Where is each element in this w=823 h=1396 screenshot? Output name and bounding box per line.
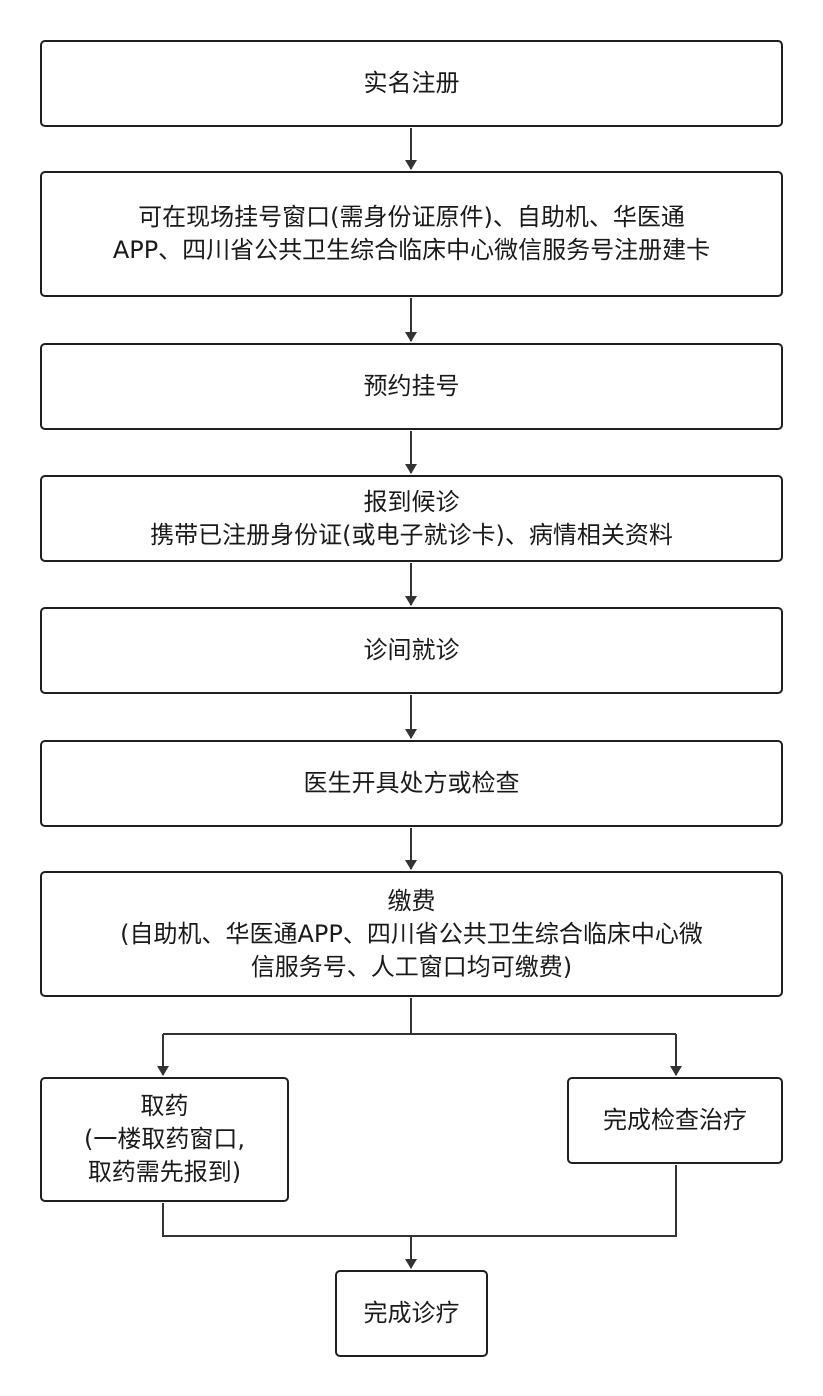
step-consultation-title: 诊间就诊 [363,636,460,664]
step-register-methods-box: 可在现场挂号窗口(需身份证原件)、自助机、华医通 APP、四川省公共卫生综合临床… [40,171,783,297]
step-medicine-pickup-box: 取药 (一楼取药窗口, 取药需先报到) [40,1077,289,1202]
step-medicine-pickup-line1: (一楼取药窗口, [84,1125,245,1153]
step-register-methods-line2: APP、四川省公共卫生综合临床中心微信服务号注册建卡 [112,236,711,264]
step-checkin-box: 报到候诊 携带已注册身份证(或电子就诊卡)、病情相关资料 [40,475,783,562]
step-medicine-pickup-line2: 取药需先报到) [87,1158,242,1186]
step-consultation-box: 诊间就诊 [40,607,783,694]
step-exam-treatment-box: 完成检查治疗 [567,1077,783,1164]
step-finish-box: 完成诊疗 [335,1270,488,1357]
step-payment-title: 缴费 [387,886,436,915]
step-register-methods-line1: 可在现场挂号窗口(需身份证原件)、自助机、华医通 [138,203,685,231]
step-appointment-title: 预约挂号 [363,372,460,400]
step-medicine-pickup-title: 取药 [140,1092,189,1120]
step-payment-line1: (自助机、华医通APP、四川省公共卫生综合临床中心微 [120,919,703,948]
step-prescription-title: 医生开具处方或检查 [303,769,520,797]
step-checkin-detail: 携带已注册身份证(或电子就诊卡)、病情相关资料 [150,520,673,549]
step-finish-title: 完成诊疗 [363,1299,460,1327]
connector-payment-branch [163,998,676,1035]
step-prescription-box: 医生开具处方或检查 [40,740,783,827]
step-checkin-title: 报到候诊 [363,487,460,516]
step-register-box: 实名注册 [40,40,783,127]
step-exam-treatment-title: 完成检查治疗 [603,1106,747,1134]
step-payment-line2: 信服务号、人工窗口均可缴费) [250,952,573,981]
step-register-title: 实名注册 [363,69,460,97]
step-appointment-box: 预约挂号 [40,343,783,430]
connector-merge [162,1165,677,1237]
step-payment-box: 缴费 (自助机、华医通APP、四川省公共卫生综合临床中心微 信服务号、人工窗口均… [40,871,783,997]
